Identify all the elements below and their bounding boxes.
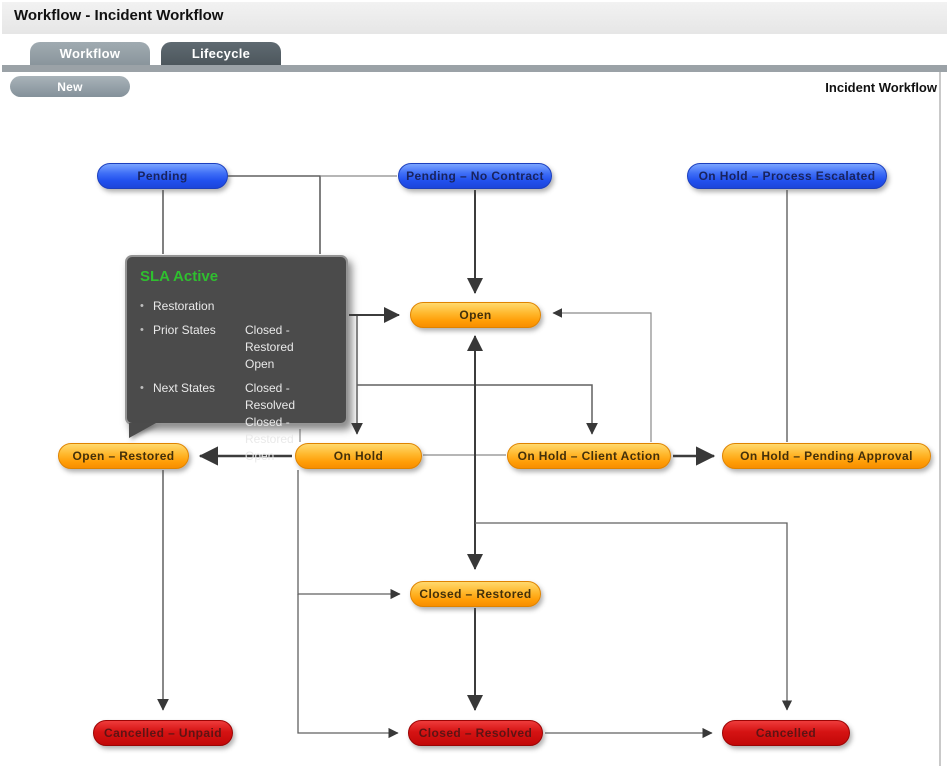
tooltip-item-label: Next States <box>153 381 216 395</box>
bullet-icon: • <box>140 382 144 394</box>
tooltip-item-label: Prior States <box>153 323 216 337</box>
node-pending-no-contract[interactable]: Pending – No Contract <box>398 163 552 189</box>
tooltip-item-label: Restoration <box>153 299 215 313</box>
node-open-restored[interactable]: Open – Restored <box>58 443 189 469</box>
bullet-icon: • <box>140 324 144 336</box>
header-bar <box>2 2 947 34</box>
page-title: Workflow - Incident Workflow <box>14 7 224 24</box>
tab-lifecycle[interactable]: Lifecycle <box>161 42 281 65</box>
bullet-icon: • <box>140 300 144 312</box>
tooltip-item-values <box>245 298 336 315</box>
new-button[interactable]: New <box>10 76 130 97</box>
tab-workflow[interactable]: Workflow <box>30 42 150 65</box>
node-open[interactable]: Open <box>410 302 541 328</box>
node-closed-restored[interactable]: Closed – Restored <box>410 581 541 607</box>
node-on-hold[interactable]: On Hold <box>295 443 422 469</box>
edge-junction-to-client-action <box>357 384 598 435</box>
edge-pending-right-drop <box>228 175 321 254</box>
tooltip-item: • Restoration <box>140 298 336 315</box>
edge-on-hold-to-closed-restored <box>297 470 401 600</box>
node-on-hold-process-escalated[interactable]: On Hold – Process Escalated <box>687 163 887 189</box>
node-pending[interactable]: Pending <box>97 163 228 189</box>
tooltip-rows: • Restoration • Prior States Closed - Restor… <box>140 298 336 465</box>
edge-client-action-to-open <box>552 308 652 442</box>
sla-tooltip-title: SLA Active <box>140 268 219 285</box>
node-cancelled[interactable]: Cancelled <box>722 720 850 746</box>
node-on-hold-pending-approval[interactable]: On Hold – Pending Approval <box>722 443 931 469</box>
tabs: Workflow Lifecycle <box>0 42 949 65</box>
edge-on-hold-to-closed-resolved <box>297 594 399 739</box>
node-closed-resolved[interactable]: Closed – Resolved <box>408 720 543 746</box>
tooltip-pointer-icon <box>129 423 156 438</box>
edge-branch-to-cancelled <box>475 522 793 711</box>
node-on-hold-client-action[interactable]: On Hold – Client Action <box>507 443 671 469</box>
tab-underline <box>2 65 947 72</box>
context-title: Incident Workflow <box>825 80 937 95</box>
right-border <box>939 72 941 766</box>
node-cancelled-unpaid[interactable]: Cancelled – Unpaid <box>93 720 233 746</box>
